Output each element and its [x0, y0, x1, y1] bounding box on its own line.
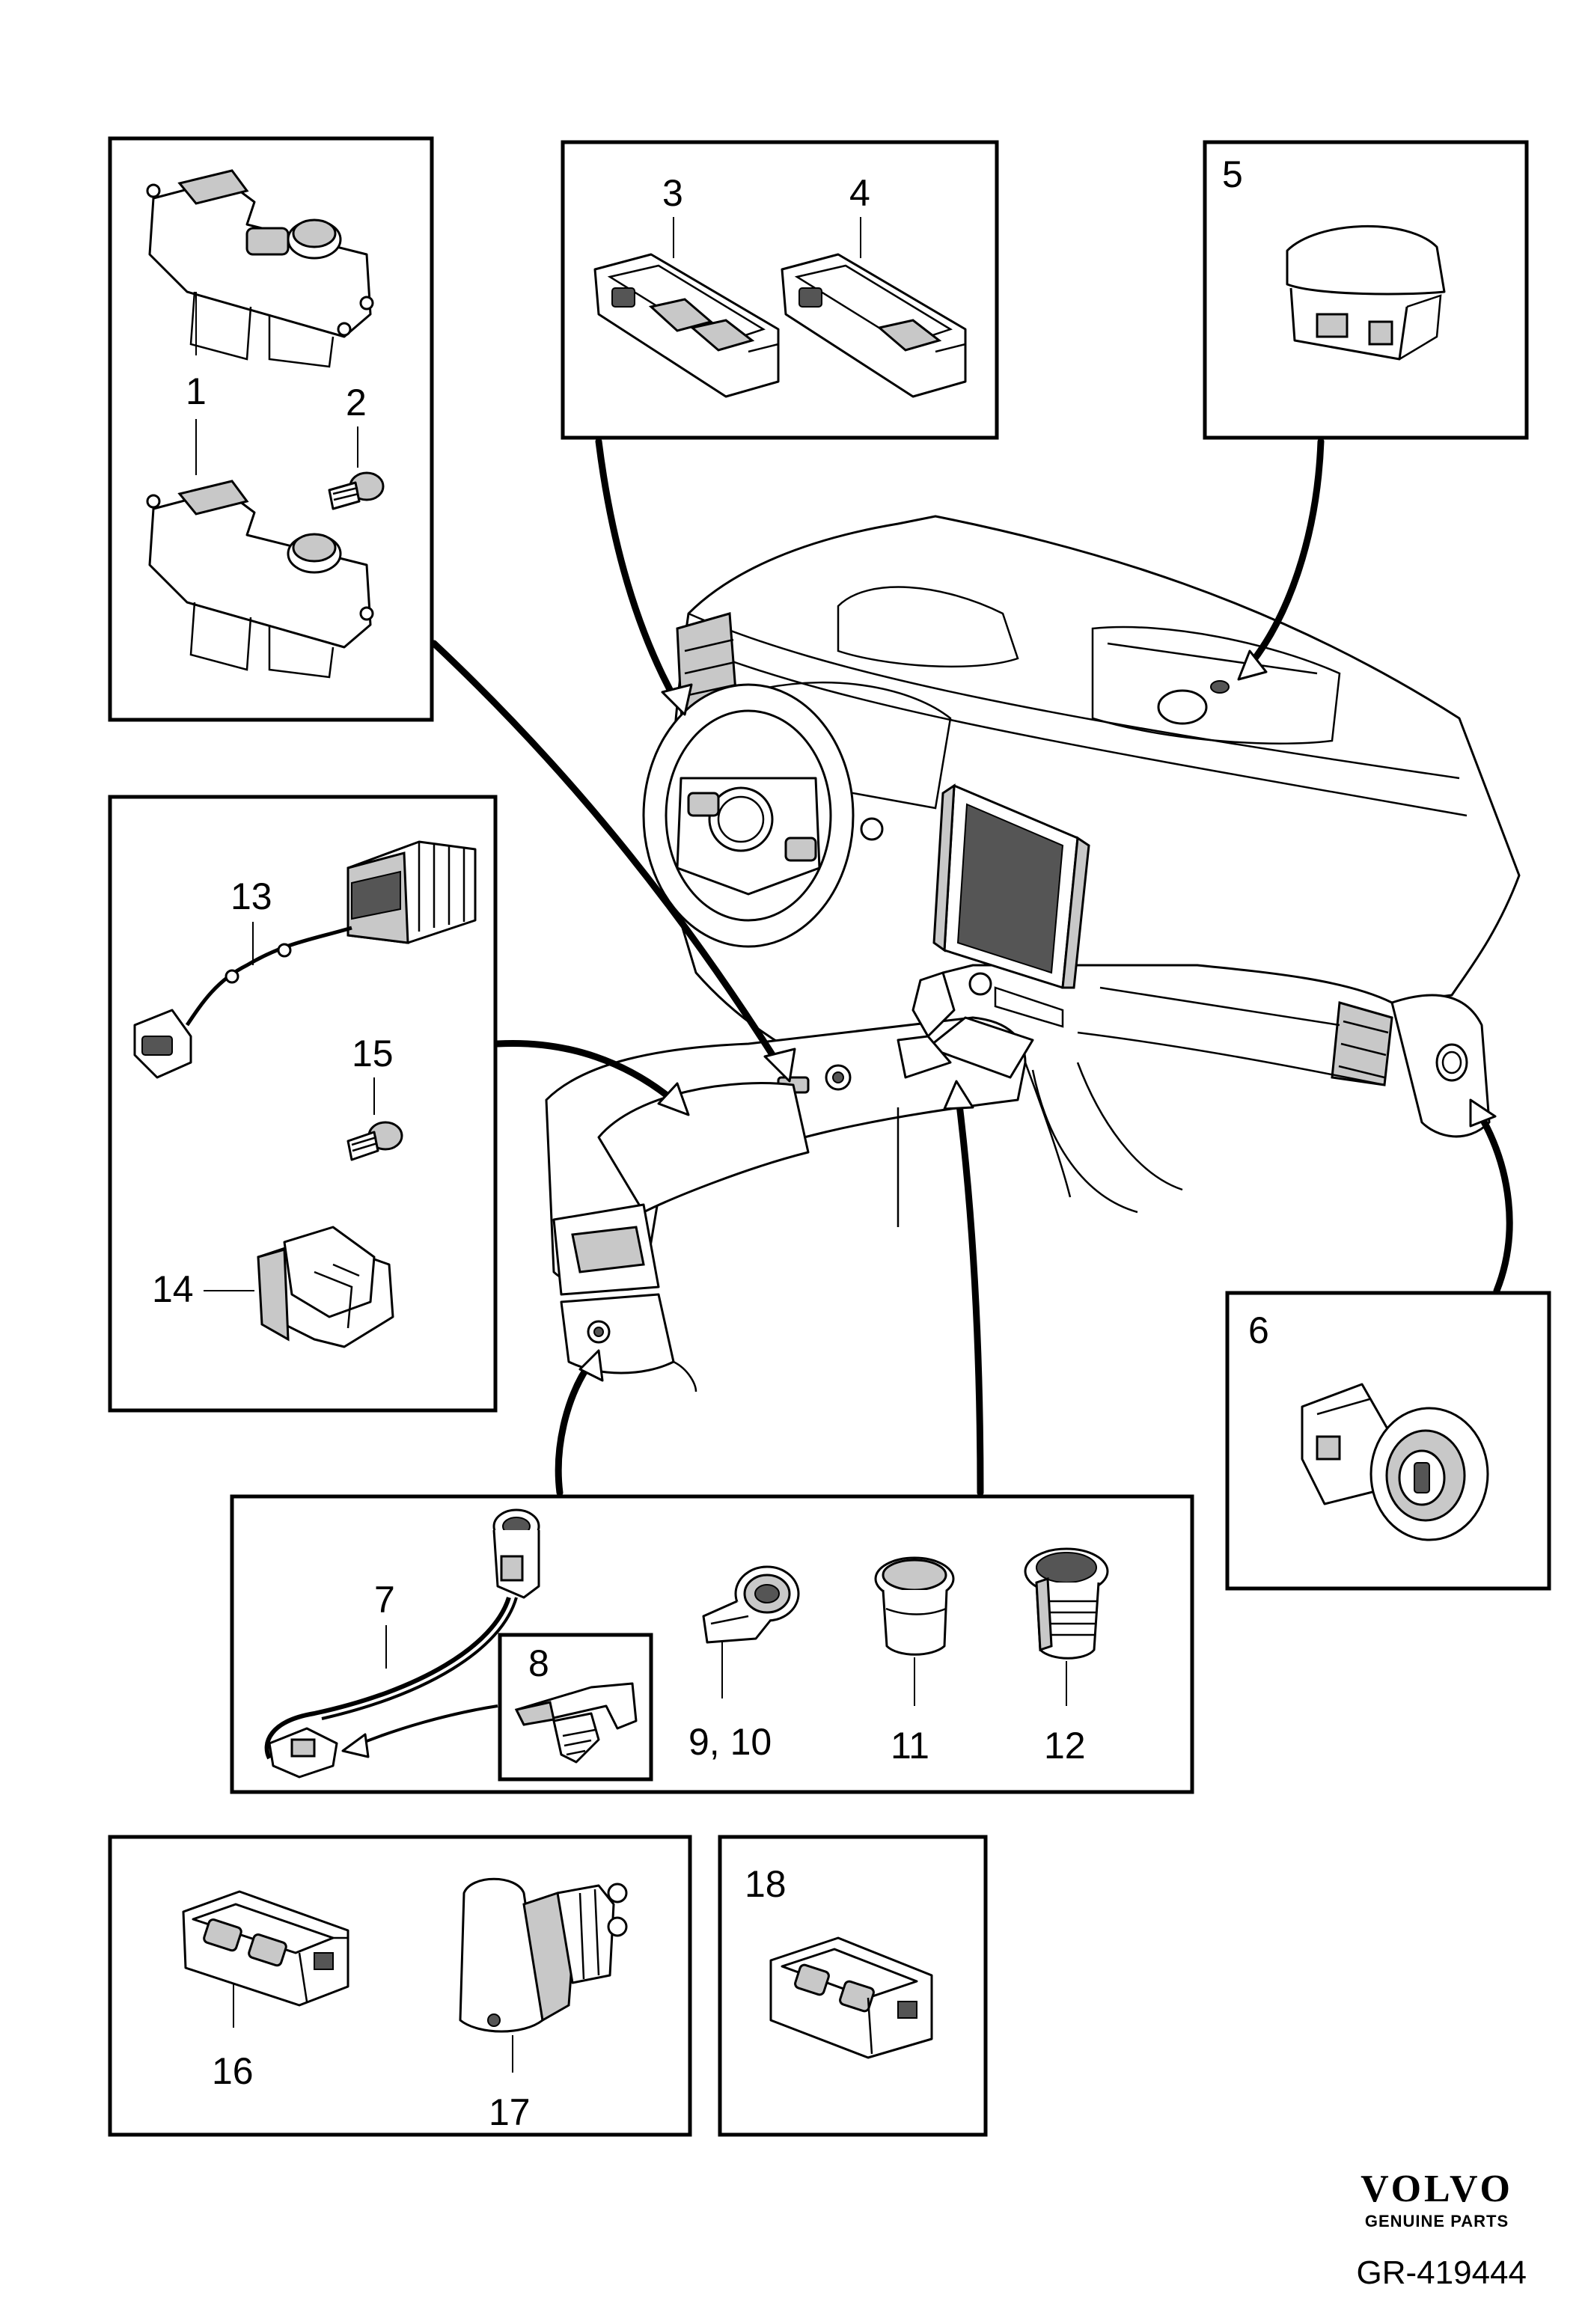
callout-6: 6 [1248, 1309, 1269, 1351]
callout-17: 17 [489, 2091, 531, 2133]
callout-1: 1 [186, 370, 207, 412]
callout-16: 16 [212, 2050, 254, 2092]
callout-8: 8 [528, 1642, 549, 1684]
callout-9-10: 9, 10 [688, 1721, 772, 1763]
panel-16-17 [108, 1835, 692, 2137]
diagram-reference: GR-419444 [1356, 2254, 1527, 2291]
callout-15: 15 [352, 1033, 394, 1074]
callout-11: 11 [891, 1725, 929, 1767]
tailgate-switch-icon [182, 1890, 349, 2007]
screw-icon [328, 471, 385, 510]
dashboard-icon [545, 515, 1521, 1392]
brand-logo: VOLVO [1361, 2168, 1513, 2210]
panel-5 [1203, 140, 1529, 440]
panel-8 [498, 1633, 653, 1782]
cigarette-lighter-icon [1024, 1547, 1109, 1660]
leader-arrows [341, 438, 1513, 1758]
panel-13-15 [108, 795, 498, 1413]
cigarette-lighter-icon [459, 1877, 628, 2033]
callout-12: 12 [1044, 1725, 1086, 1767]
module-icon [133, 840, 477, 1079]
clip-icon [514, 1682, 638, 1764]
callout-13: 13 [230, 875, 272, 917]
panel-6 [1225, 1291, 1551, 1591]
ignition-knob-icon [1301, 1383, 1489, 1541]
panel-1-2 [108, 136, 434, 722]
screw-icon [346, 1121, 403, 1161]
usb-socket-icon [264, 1508, 540, 1779]
dash-switch-icon [593, 253, 780, 398]
cigarette-lighter-icon [874, 1556, 955, 1656]
callout-18: 18 [745, 1863, 787, 1905]
callout-2: 2 [346, 382, 367, 423]
usb-socket-icon [702, 1565, 800, 1644]
clip-icon [257, 1226, 394, 1348]
dash-switch-icon [781, 253, 967, 398]
callout-3: 3 [662, 172, 683, 214]
callout-5: 5 [1222, 153, 1243, 195]
panel-7-12 [230, 1494, 1194, 1794]
callout-4: 4 [849, 172, 870, 214]
panel-3-4 [561, 140, 999, 440]
callout-7: 7 [374, 1579, 395, 1621]
button-icon [1286, 225, 1446, 361]
window-switch-icon [146, 169, 374, 368]
callout-14: 14 [152, 1268, 194, 1310]
window-switch-icon [146, 480, 374, 679]
seat-switch-icon [769, 1936, 933, 2059]
brand-subtitle: GENUINE PARTS [1364, 2212, 1509, 2230]
panel-18 [718, 1835, 988, 2137]
